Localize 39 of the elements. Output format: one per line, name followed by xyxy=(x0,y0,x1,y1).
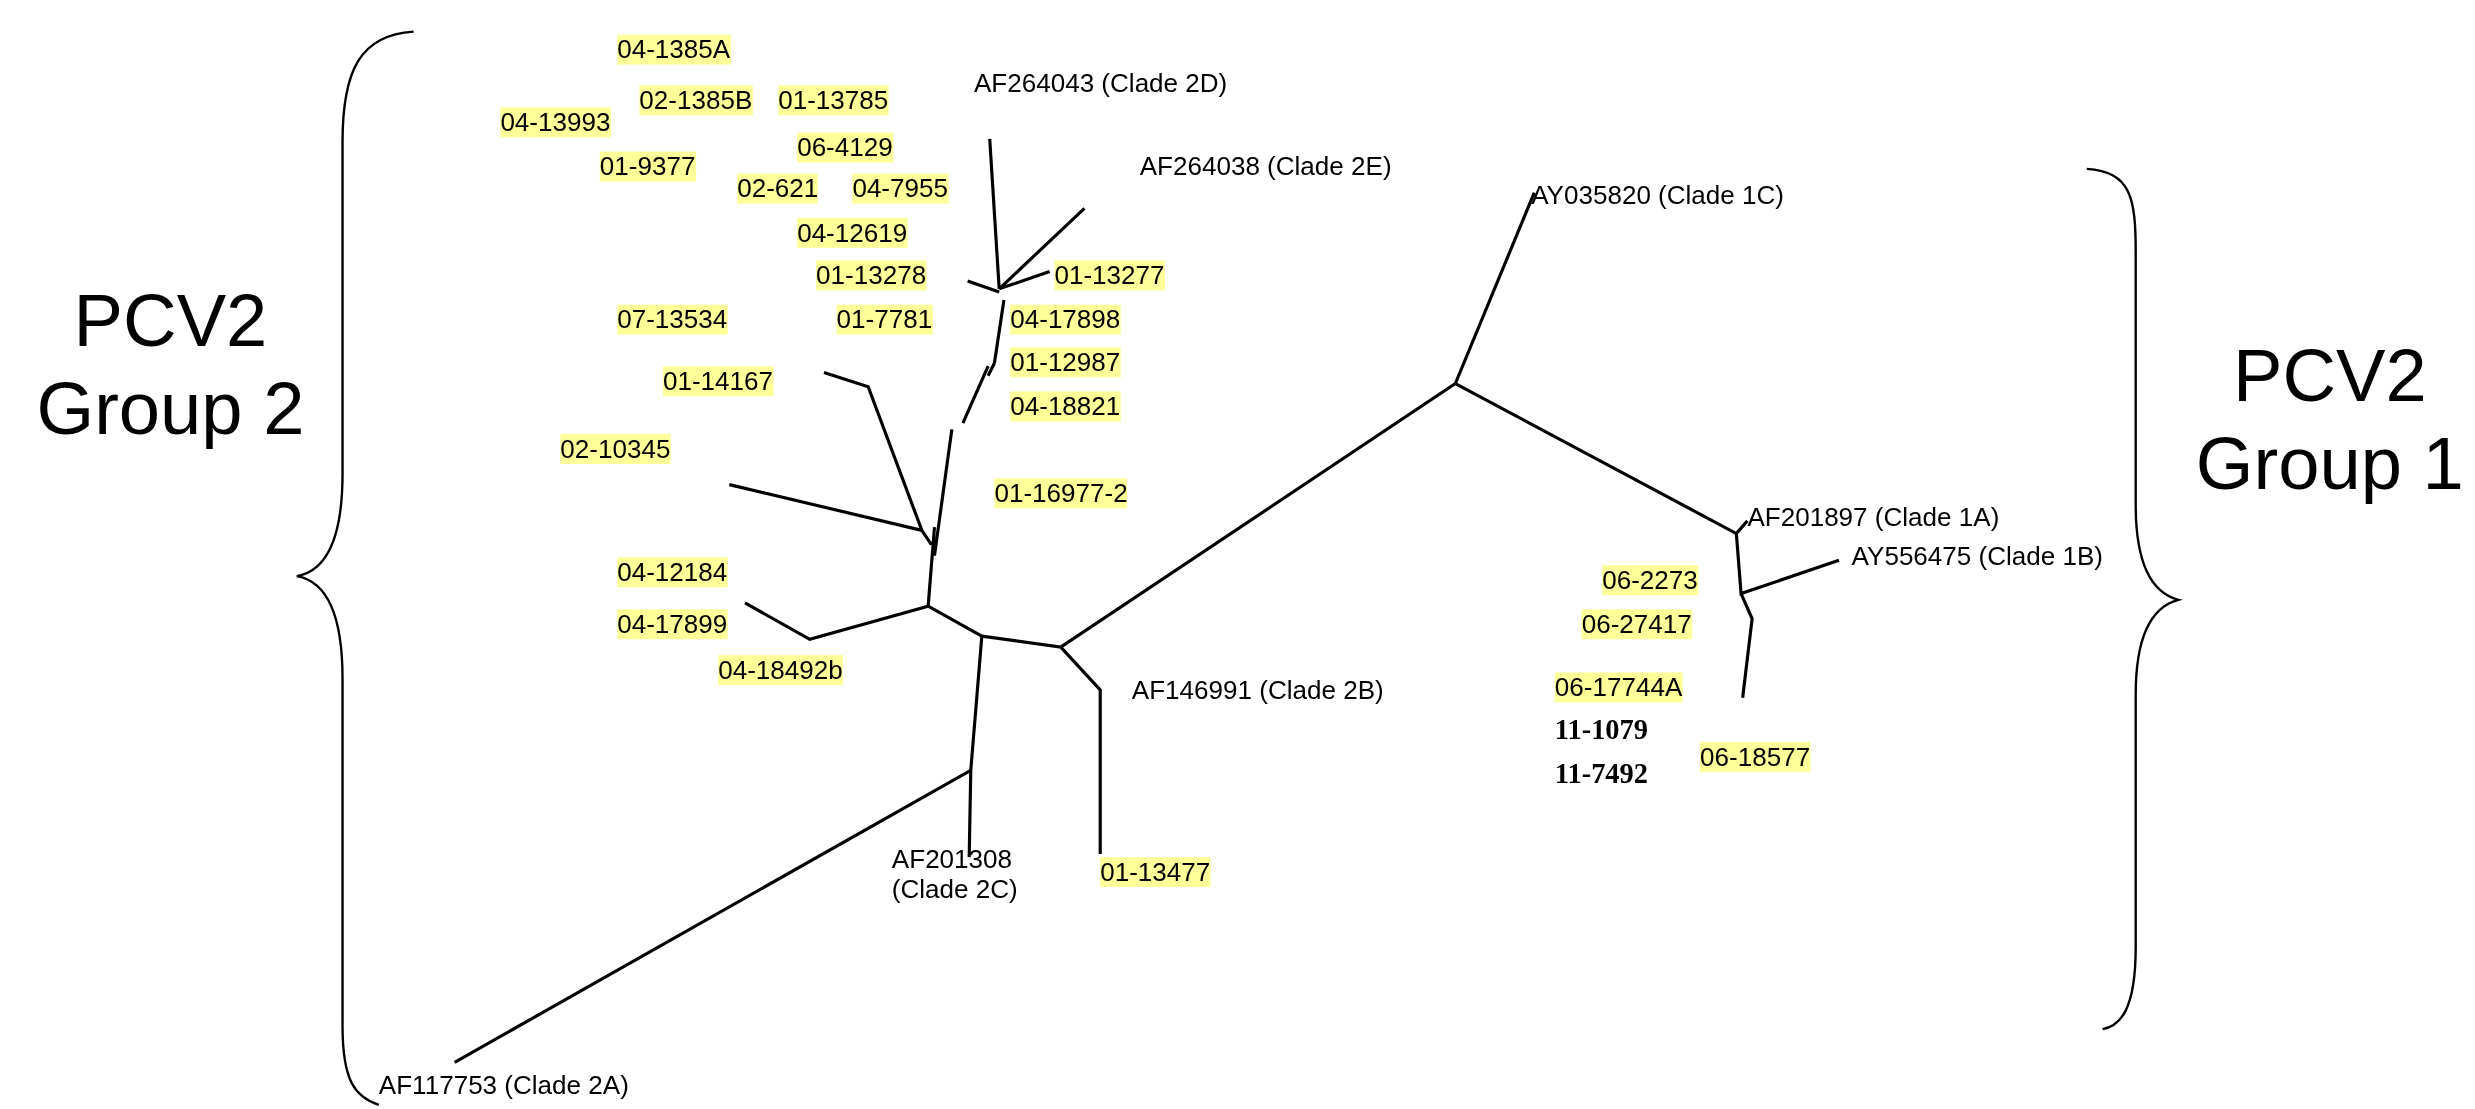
sample-label: 02-1385B xyxy=(639,85,753,116)
sample-label: 01-13785 xyxy=(778,85,889,116)
sample-label: 06-18577 xyxy=(1700,741,1811,772)
sample-label: 04-7955 xyxy=(852,173,948,204)
sample-label: 01-12987 xyxy=(1010,347,1121,378)
reference-strain-label: AF201897 (Clade 1A) xyxy=(1747,501,2000,532)
sample-label: 04-17898 xyxy=(1010,304,1121,335)
sample-label: 04-17899 xyxy=(617,609,728,640)
group-label: PCV2 Group 1 xyxy=(2194,332,2465,508)
sample-label: 06-4129 xyxy=(797,132,893,163)
group-label: PCV2 Group 2 xyxy=(35,276,306,452)
sample-label: 11-1079 xyxy=(1554,715,1648,746)
reference-strain-label: AF201308 (Clade 2C) xyxy=(891,844,1019,905)
sample-label: 06-27417 xyxy=(1581,609,1692,640)
sample-label: 04-18821 xyxy=(1010,391,1121,422)
sample-label: 04-18492b xyxy=(718,655,843,686)
sample-label: 02-10345 xyxy=(560,434,671,465)
sample-label: 01-13277 xyxy=(1054,260,1165,291)
sample-label: 04-12184 xyxy=(617,557,728,588)
reference-strain-label: AY556475 (Clade 1B) xyxy=(1851,541,2104,572)
sample-label: 01-13477 xyxy=(1100,857,1211,888)
sample-label: 11-7492 xyxy=(1554,759,1648,790)
sample-label: 06-17744A xyxy=(1554,672,1683,703)
reference-strain-label: AF146991 (Clade 2B) xyxy=(1131,675,1384,706)
sample-label: 04-1385A xyxy=(617,34,731,65)
sample-label: 01-9377 xyxy=(599,151,696,182)
sample-label: 04-13993 xyxy=(500,107,611,138)
sample-label: 02-621 xyxy=(737,173,819,204)
reference-strain-label: AF264038 (Clade 2E) xyxy=(1139,151,1392,182)
reference-strain-label: AF264043 (Clade 2D) xyxy=(973,67,1228,98)
sample-label: 06-2273 xyxy=(1602,565,1698,596)
sample-label: 01-16977-2 xyxy=(994,478,1128,509)
reference-strain-label: AF117753 (Clade 2A) xyxy=(378,1070,629,1101)
reference-strain-label: AY035820 (Clade 1C) xyxy=(1531,179,1785,210)
sample-label: 01-13278 xyxy=(816,260,927,291)
sample-label: 07-13534 xyxy=(617,304,728,335)
sample-label: 01-14167 xyxy=(662,366,774,397)
sample-label: 01-7781 xyxy=(836,304,933,335)
sample-label: 04-12619 xyxy=(797,217,908,248)
